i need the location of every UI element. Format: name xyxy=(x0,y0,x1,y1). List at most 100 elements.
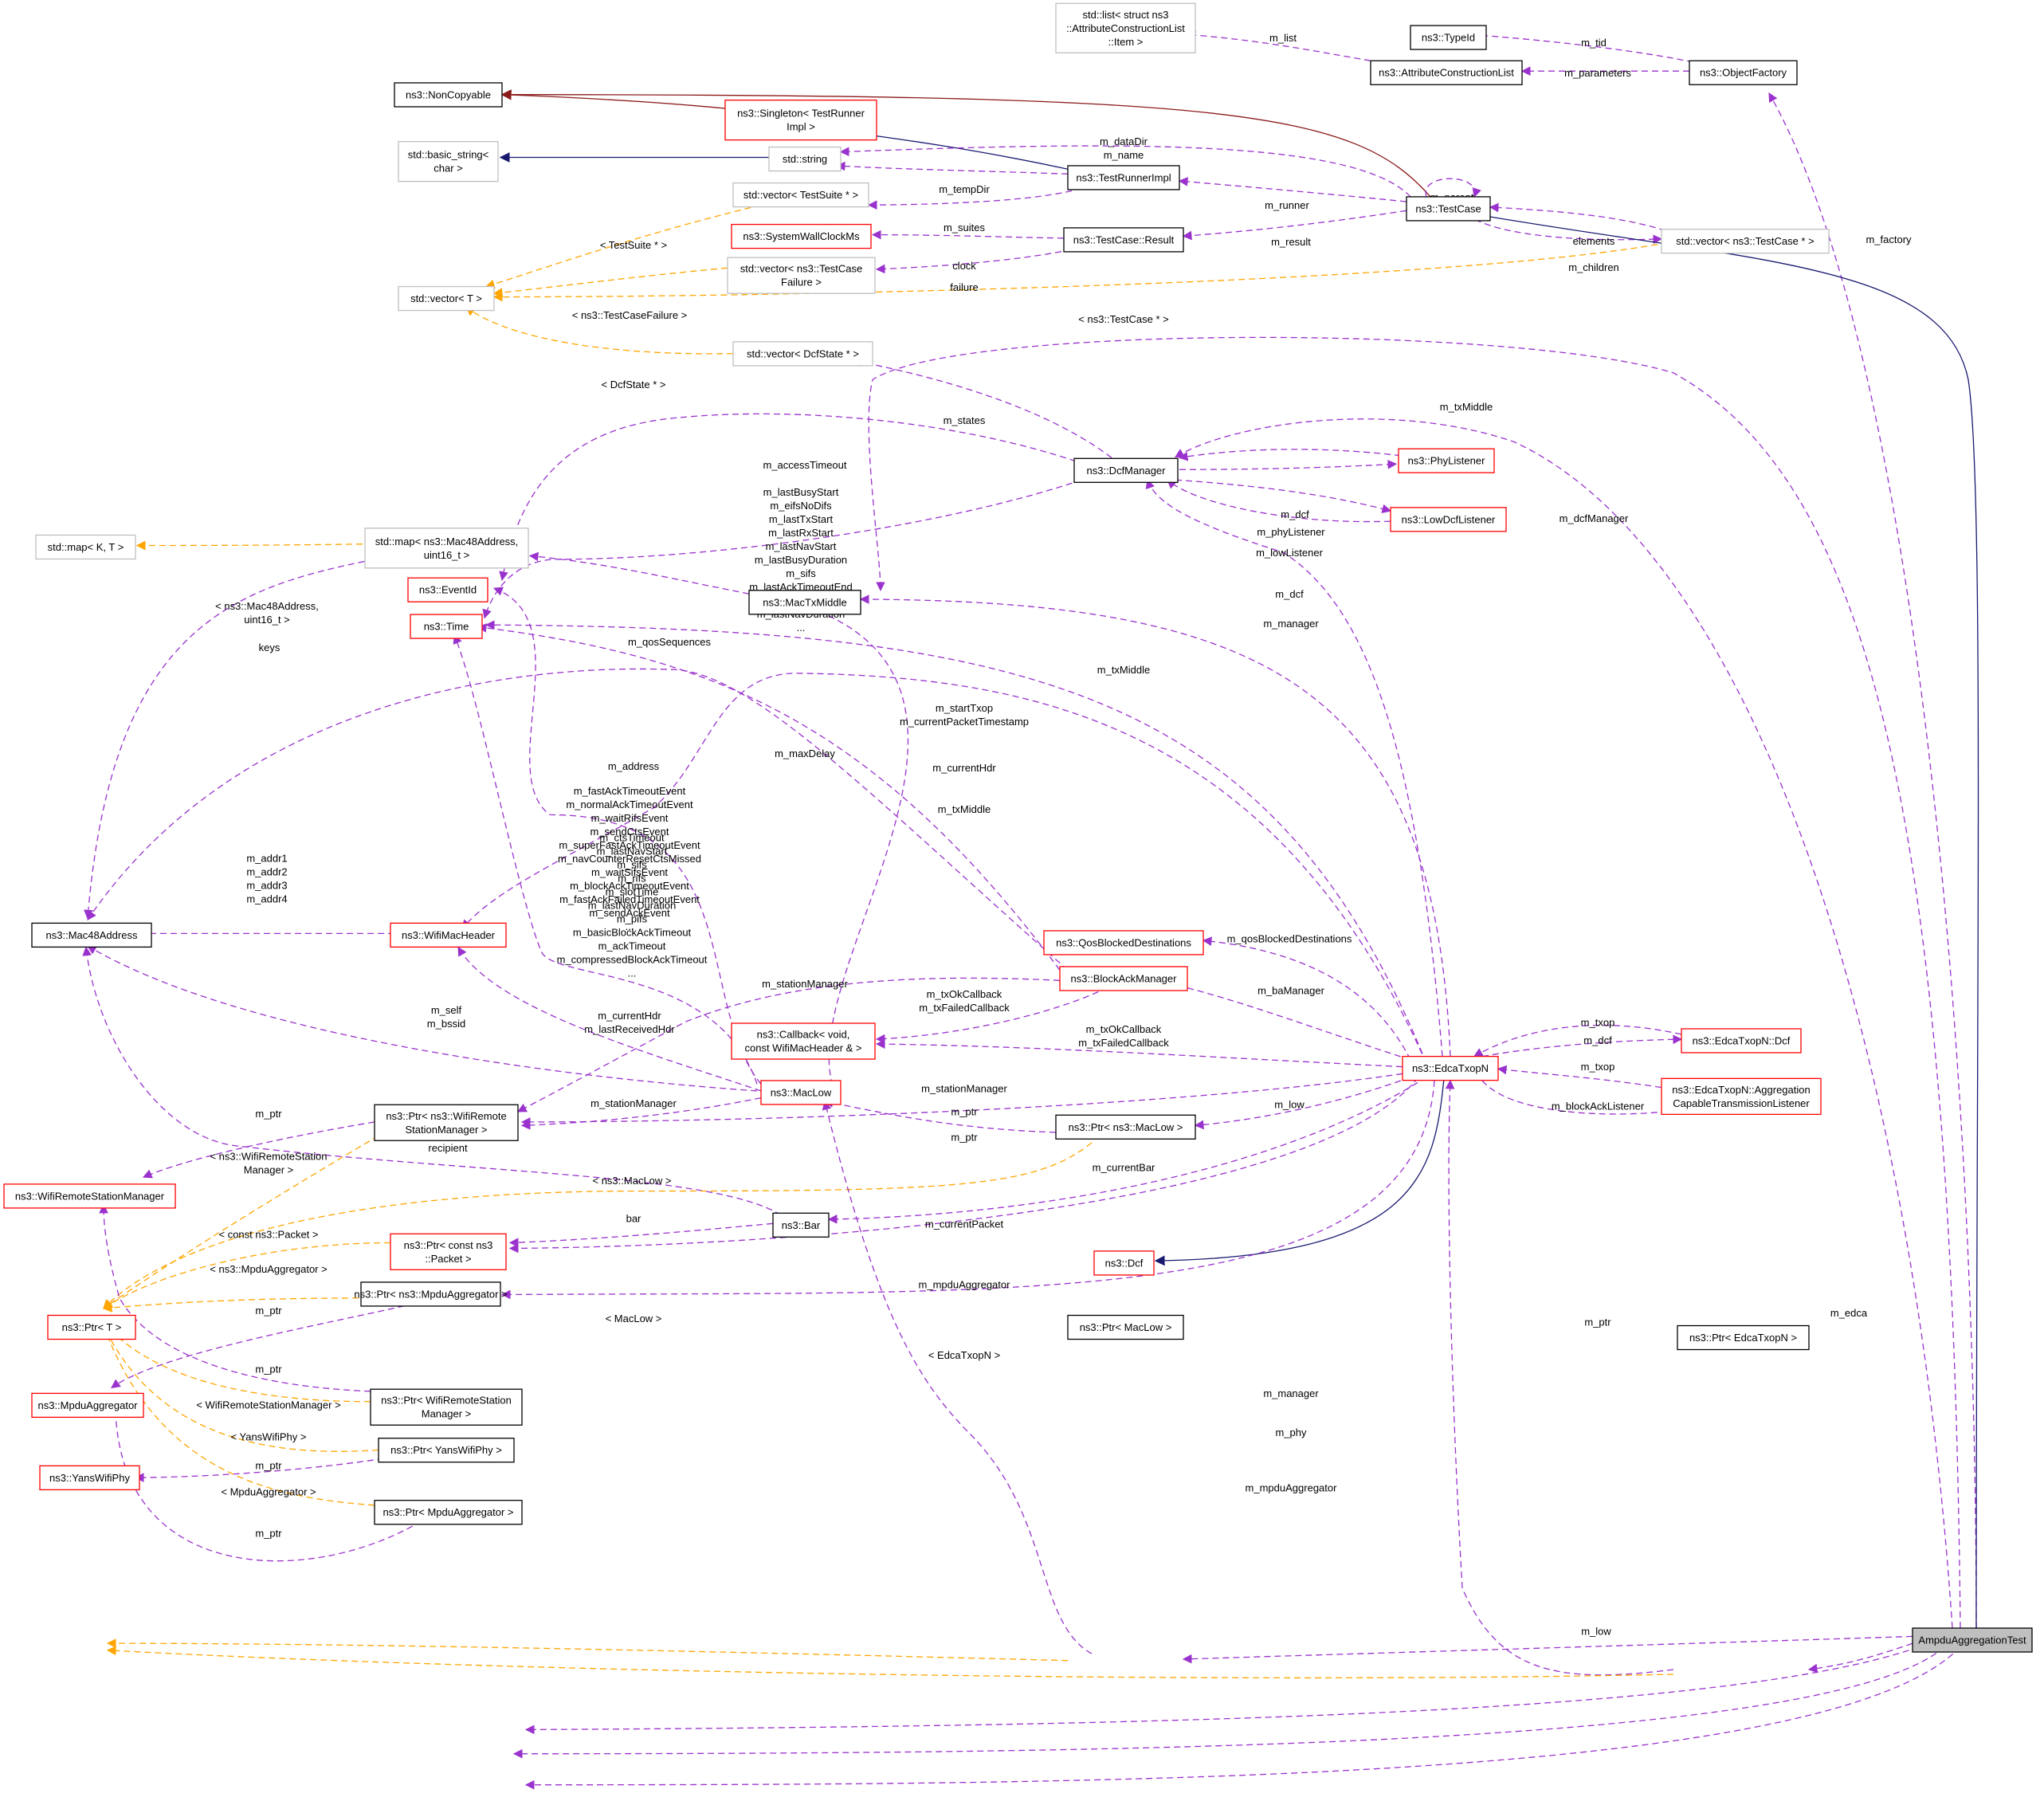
edge-label-m-children: m_children xyxy=(1568,261,1619,273)
node-label: ns3::Singleton< TestRunner xyxy=(737,108,865,120)
edge-label-m-suites: m_suites xyxy=(944,222,986,233)
edge-m_tempdir xyxy=(835,161,1069,175)
edge-m_states xyxy=(851,357,1112,458)
node-testrunnerimpl[interactable]: ns3::TestRunnerImpl xyxy=(1067,165,1180,190)
node-box xyxy=(1661,228,1830,254)
node-edcatxopn[interactable]: ns3::EdcaTxopN xyxy=(1402,1055,1499,1081)
node-testcase[interactable]: ns3::TestCase xyxy=(1406,196,1491,222)
node-ptr-packet[interactable]: ns3::Ptr< const ns3::Packet > xyxy=(390,1233,507,1270)
node-sysclock[interactable]: ns3::SystemWallClockMs xyxy=(731,223,872,249)
node-box xyxy=(724,99,877,141)
edge-label-m-stationmgr-maclow: m_stationManager xyxy=(590,1097,677,1109)
node-ptr-mpdu-ns3[interactable]: ns3::Ptr< ns3::MpduAggregator > xyxy=(354,1281,508,1307)
node-map-mac[interactable]: std::map< ns3::Mac48Address,uint16_t > xyxy=(364,528,529,569)
node-ptr-yans[interactable]: ns3::Ptr< YansWifiPhy > xyxy=(378,1438,515,1463)
edge-m_ptr_mpdu_ns3 xyxy=(111,1303,415,1389)
edge-m_runner xyxy=(1178,177,1407,202)
edge-m_phylistener xyxy=(1179,459,1398,470)
edge-label-maclow-events: m_navCounterResetCtsMissed xyxy=(558,853,701,865)
node-wifimacheader[interactable]: ns3::WifiMacHeader xyxy=(390,922,507,948)
edge-m_edca xyxy=(1807,1642,1913,1674)
edge-m_stationmgr_bam xyxy=(516,977,1061,1112)
edge-label-maclow-events: m_sendCtsEvent xyxy=(590,826,669,838)
node-typeid[interactable]: ns3::TypeId xyxy=(1410,25,1487,50)
node-basic-string[interactable]: std::basic_string<char > xyxy=(398,140,499,182)
node-box xyxy=(1067,1314,1184,1340)
node-box xyxy=(370,1388,523,1426)
edge-m_result xyxy=(1182,210,1407,241)
node-vec-t[interactable]: std::vector< T > xyxy=(398,285,495,312)
node-vec-testcase[interactable]: std::vector< ns3::TestCase * > xyxy=(1661,228,1830,254)
node-list-item[interactable]: std::list< struct ns3::AttributeConstruc… xyxy=(1055,2,1196,53)
node-box xyxy=(374,1104,519,1141)
node-acl[interactable]: ns3::AttributeConstructionList xyxy=(1370,60,1523,85)
node-time[interactable]: ns3::Time xyxy=(410,614,483,639)
node-mactxmiddle[interactable]: ns3::MacTxMiddle xyxy=(748,590,861,615)
edge-keys xyxy=(84,559,375,920)
node-label: ns3::DcfManager xyxy=(1087,465,1167,477)
node-noncopyable[interactable]: ns3::NonCopyable xyxy=(394,82,503,108)
node-bar[interactable]: ns3::Bar xyxy=(772,1212,830,1238)
node-box xyxy=(760,1080,842,1105)
node-label: ns3::TestCase::Result xyxy=(1073,233,1175,245)
edge-label-maclow-times: m_lastNavStart xyxy=(597,845,668,857)
edge-label-m-ptr-wrsm2: m_ptr xyxy=(255,1363,282,1375)
node-dcf[interactable]: ns3::Dcf xyxy=(1093,1250,1155,1276)
edge-label-dcf-times: ... xyxy=(797,622,806,634)
nodes-layer: std::list< struct ns3::AttributeConstruc… xyxy=(3,2,2033,1653)
node-string[interactable]: std::string xyxy=(768,146,842,172)
node-box xyxy=(772,1212,830,1238)
edge-label-m-result: m_result xyxy=(1271,236,1311,248)
node-ampdutest[interactable]: AmpduAggregationTest xyxy=(1912,1627,2033,1653)
node-eventid[interactable]: ns3::EventId xyxy=(407,577,488,602)
edge-label-t-maclow-ns3: < ns3::MacLow > xyxy=(593,1175,672,1187)
node-maclow[interactable]: ns3::MacLow xyxy=(760,1080,842,1105)
node-lowdcflistener[interactable]: ns3::LowDcfListener xyxy=(1390,507,1507,532)
node-ptr-maclow[interactable]: ns3::Ptr< MacLow > xyxy=(1067,1314,1184,1340)
node-vec-tcfail[interactable]: std::vector< ns3::TestCaseFailure > xyxy=(727,257,876,294)
node-blockackmgr[interactable]: ns3::BlockAckManager xyxy=(1059,966,1188,991)
node-singleton[interactable]: ns3::Singleton< TestRunnerImpl > xyxy=(724,99,877,141)
edge-label-maclow-times: m_pifs xyxy=(617,912,648,924)
node-box xyxy=(398,285,495,312)
node-vec-dcfstate[interactable]: std::vector< DcfState * > xyxy=(732,341,873,367)
edge-label-m-ptr-maclow: m_ptr xyxy=(951,1131,978,1143)
node-aggrlistener[interactable]: ns3::EdcaTxopN::AggregationCapableTransm… xyxy=(1661,1077,1822,1115)
edge-label-starttxop: m_currentPacketTimestamp xyxy=(900,716,1029,728)
node-ptr-t[interactable]: ns3::Ptr< T > xyxy=(47,1314,136,1340)
node-phylistener[interactable]: ns3::PhyListener xyxy=(1398,448,1495,473)
node-map-kt[interactable]: std::map< K, T > xyxy=(35,534,136,560)
node-qosblocked[interactable]: ns3::QosBlockedDestinations xyxy=(1043,930,1204,956)
node-box xyxy=(727,257,876,294)
node-edcadcf[interactable]: ns3::EdcaTxopN::Dcf xyxy=(1681,1028,1802,1054)
node-ptr-wrsm-ns3[interactable]: ns3::Ptr< ns3::WifiRemoteStationManager … xyxy=(374,1104,519,1141)
node-label: ns3::MacTxMiddle xyxy=(763,596,846,608)
node-label: ns3::WifiRemoteStationManager xyxy=(15,1190,165,1202)
node-yanswifiphy[interactable]: ns3::YansWifiPhy xyxy=(39,1465,140,1491)
node-mac48[interactable]: ns3::Mac48Address xyxy=(31,922,152,948)
node-box xyxy=(1398,448,1495,473)
node-callback[interactable]: ns3::Callback< void,const WifiMacHeader … xyxy=(731,1022,876,1060)
edge-maclow_times xyxy=(453,634,758,1085)
edge-dcf_times xyxy=(482,476,1093,619)
node-tcresult[interactable]: ns3::TestCase::Result xyxy=(1063,227,1184,253)
node-ptr-maclow-ns3[interactable]: ns3::Ptr< ns3::MacLow > xyxy=(1055,1114,1196,1140)
node-vec-testsuite[interactable]: std::vector< TestSuite * > xyxy=(732,182,869,208)
edge-m_ptr_wrsm2 xyxy=(99,1203,371,1392)
edge-label-m-bamanager: m_baManager xyxy=(1257,985,1324,997)
edge-label-m-factory: m_factory xyxy=(1865,233,1912,245)
edge-m_address xyxy=(87,668,1069,971)
edge-label-m-lowlistener: m_lowListener xyxy=(1256,547,1323,559)
node-label: ns3::QosBlockedDestinations xyxy=(1056,936,1191,948)
node-dcfmanager[interactable]: ns3::DcfManager xyxy=(1073,457,1179,483)
node-wrsm[interactable]: ns3::WifiRemoteStationManager xyxy=(3,1183,176,1209)
node-box xyxy=(360,1281,501,1307)
node-objfactory[interactable]: ns3::ObjectFactory xyxy=(1689,60,1798,85)
edge-label-m-manager-test: m_manager xyxy=(1263,1387,1319,1399)
edge-label-maclow-events: ... xyxy=(626,920,634,932)
node-mpduaggr[interactable]: ns3::MpduAggregator xyxy=(31,1392,144,1419)
node-ptr-edca[interactable]: ns3::Ptr< EdcaTxopN > xyxy=(1677,1324,1810,1351)
node-ptr-wrsm[interactable]: ns3::Ptr< WifiRemoteStationManager > xyxy=(370,1388,523,1426)
node-ptr-mpdu[interactable]: ns3::Ptr< MpduAggregator > xyxy=(374,1500,523,1525)
